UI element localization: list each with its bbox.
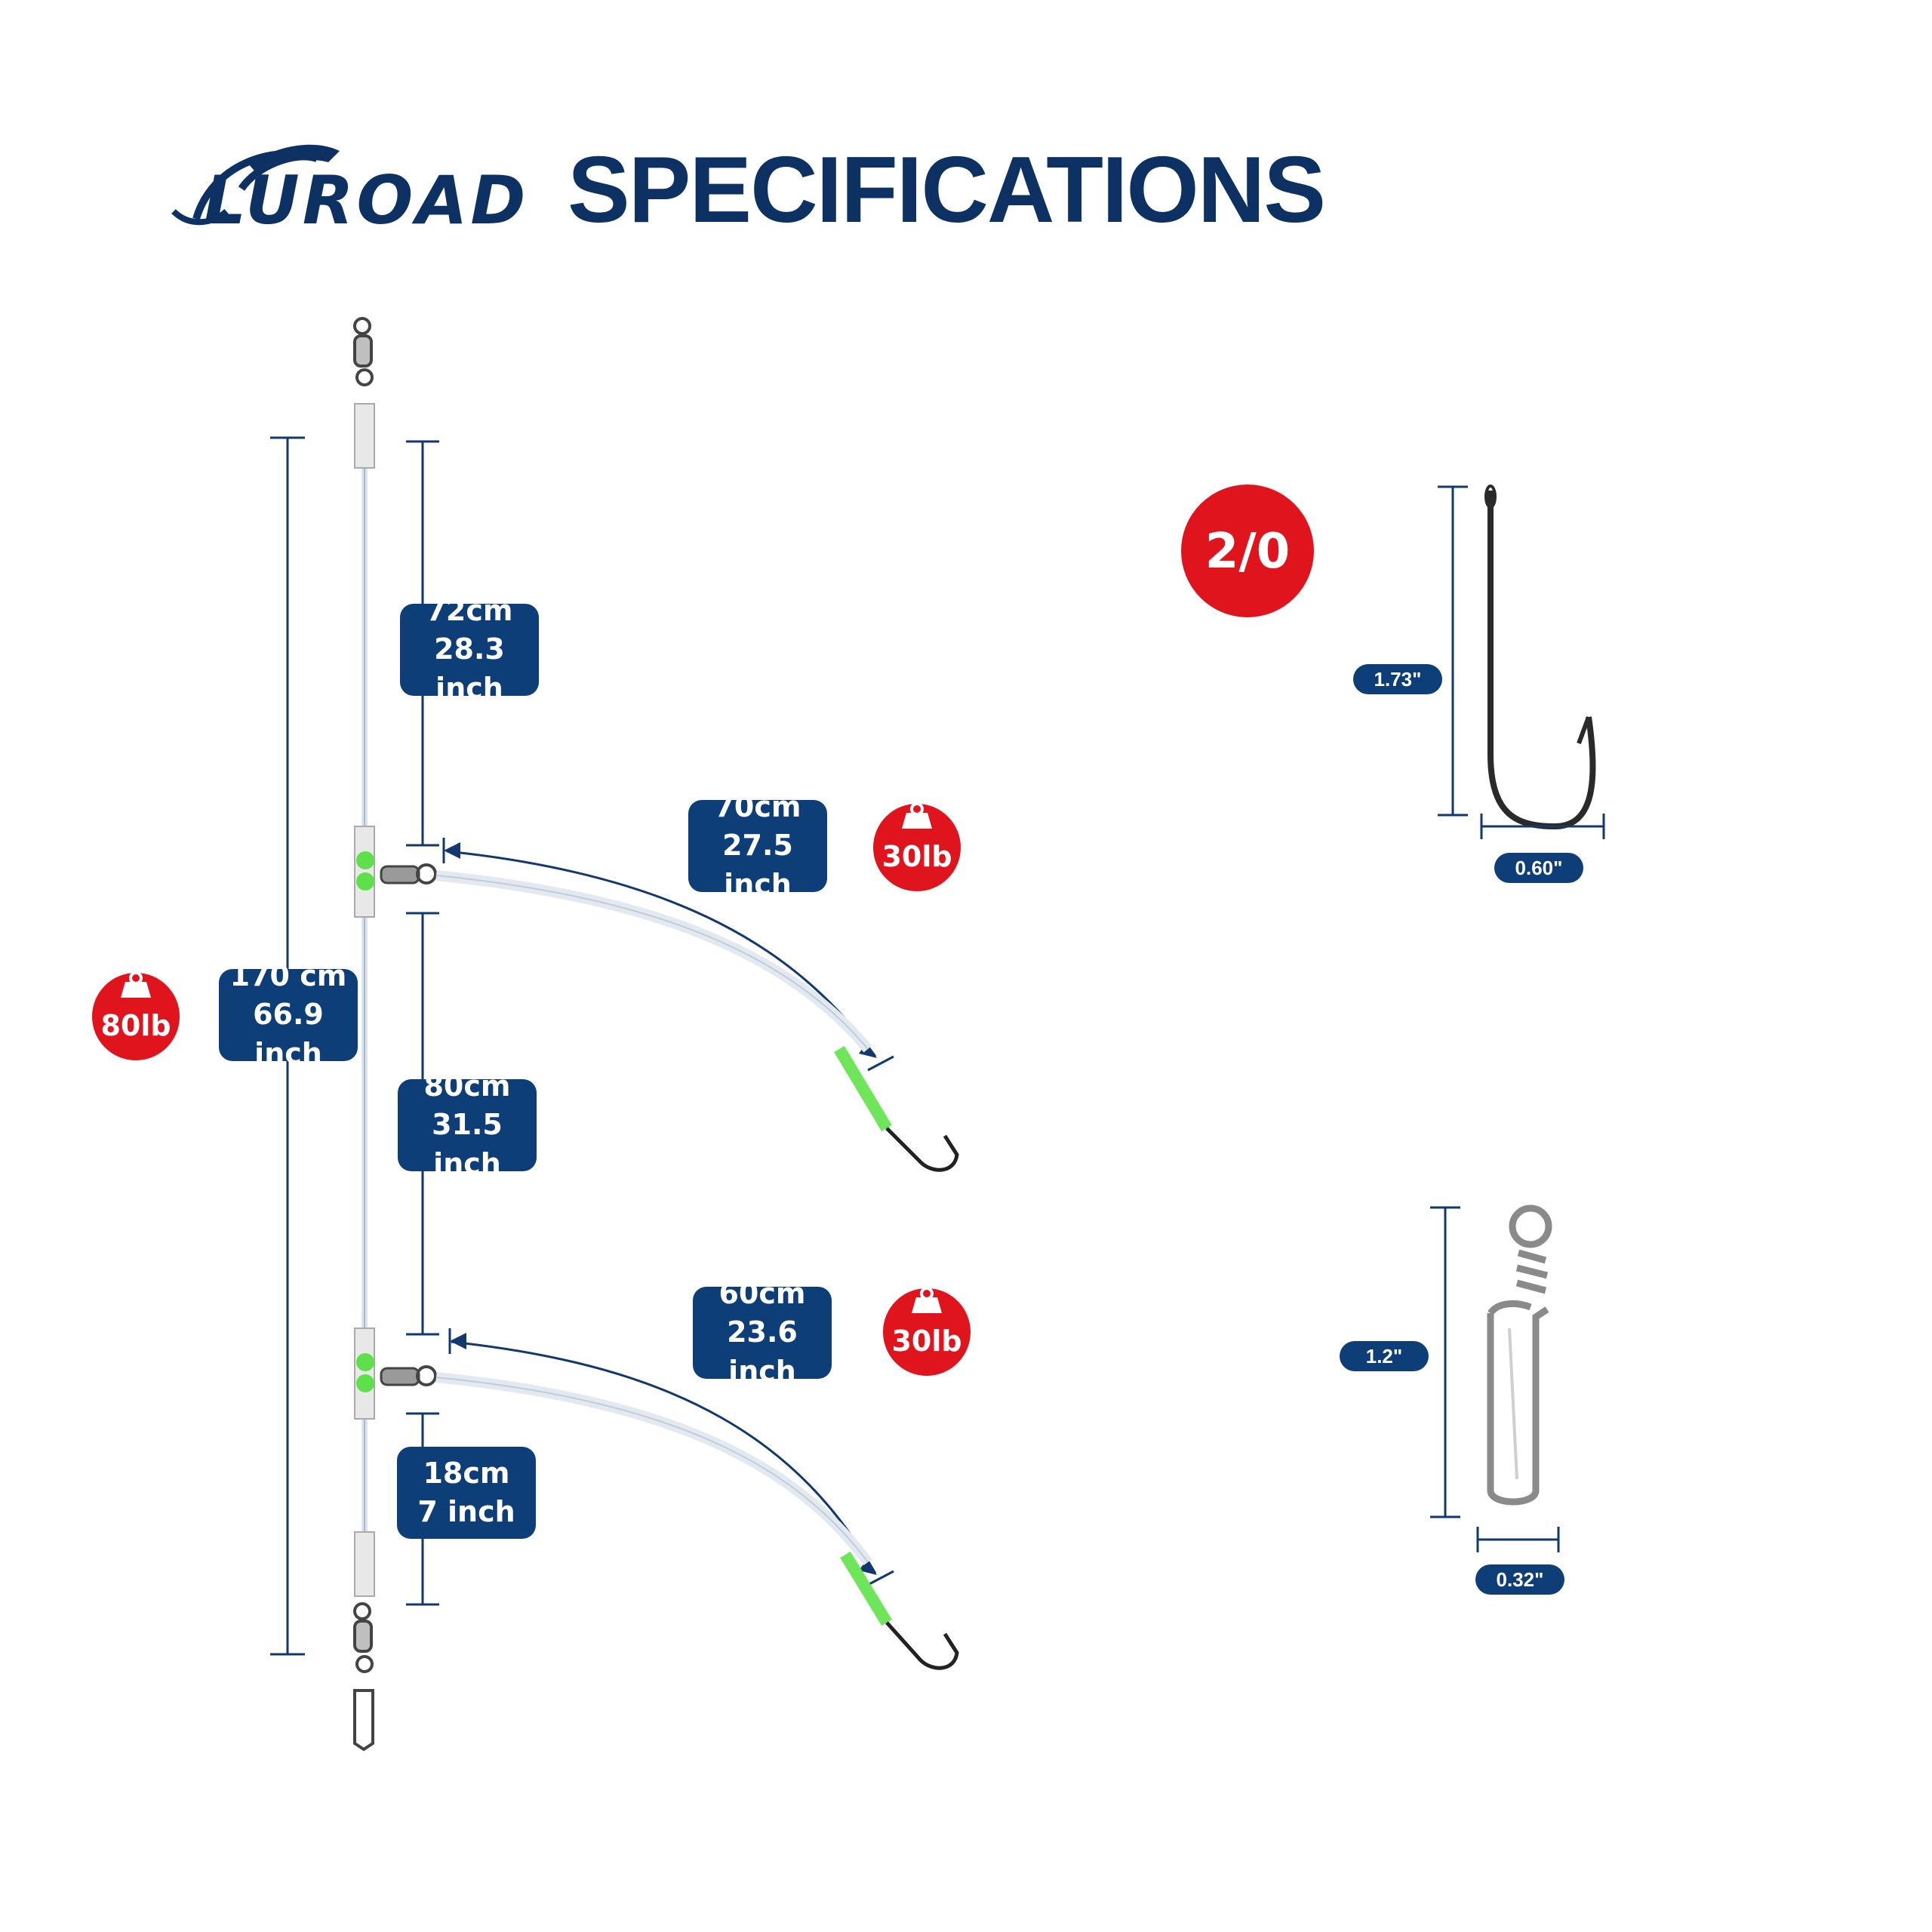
bottom-swivel-snap-icon <box>353 1602 374 1752</box>
snap-illustration-icon <box>1487 1204 1552 1506</box>
lower-branch-length-inch: 23.6 inch <box>727 1315 798 1388</box>
weight-badge-upper: 30lb <box>873 802 961 891</box>
main-line-length-cm: 170 cm <box>229 959 347 993</box>
lower-branch-length-cm: 60cm <box>718 1277 806 1311</box>
main-line-strength: 80lb <box>100 1009 171 1042</box>
hook-height-label: 1.73" <box>1353 664 1442 694</box>
fish-logo-icon <box>171 144 340 226</box>
top-segment-length-cm: 72cm <box>426 594 513 628</box>
snap-height-label: 1.2" <box>1340 1341 1429 1371</box>
lower-branch-strength: 30lb <box>891 1324 961 1358</box>
hook-size-text: 2/0 <box>1205 524 1290 580</box>
upper-branch-length-label: 70cm 27.5 inch <box>688 790 827 901</box>
middle-segment-length-label: 80cm 31.5 inch <box>398 1069 537 1180</box>
upper-branch-length-inch: 27.5 inch <box>722 829 793 901</box>
upper-branch-strength: 30lb <box>881 840 952 873</box>
middle-segment-length-inch: 31.5 inch <box>432 1108 503 1180</box>
bottom-segment-length-cm: 18cm <box>423 1456 510 1490</box>
hook-width-label: 0.60" <box>1494 853 1583 883</box>
hook-size-badge: 2/0 <box>1181 485 1314 617</box>
top-segment-length-label: 72cm 28.3 inch <box>400 594 539 705</box>
weight-badge-main: 80lb <box>92 971 180 1060</box>
lower-branch-length-label: 60cm 23.6 inch <box>693 1277 832 1388</box>
main-line-length-inch: 66.9 inch <box>253 998 324 1070</box>
hook-dimension-lines <box>1438 485 1605 839</box>
bottom-segment-length-label: 18cm 7 inch <box>397 1447 536 1539</box>
top-swivel-icon <box>353 317 374 386</box>
upper-branch <box>354 826 959 1172</box>
top-segment-length-inch: 28.3 inch <box>434 632 505 705</box>
brand-logo-text: LUROAD <box>204 162 529 239</box>
main-line-length-label: 170 cm 66.9 inch <box>219 959 358 1070</box>
lower-branch <box>354 1327 959 1670</box>
snap-width-label: 0.32" <box>1475 1564 1564 1595</box>
hook-illustration-icon <box>1484 485 1596 830</box>
upper-branch-length-cm: 70cm <box>714 790 801 824</box>
middle-segment-length-cm: 80cm <box>423 1069 511 1103</box>
snap-dimension-lines <box>1430 1206 1560 1552</box>
bottom-segment-length-inch: 7 inch <box>417 1495 515 1528</box>
page-title: SPECIFICATIONS <box>568 138 1326 242</box>
weight-badge-lower: 30lb <box>883 1287 971 1376</box>
